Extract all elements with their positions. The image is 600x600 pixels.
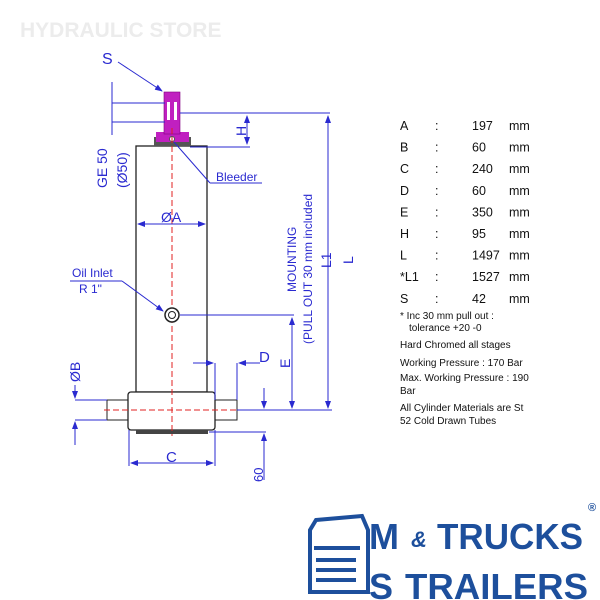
spec-key: D — [400, 184, 409, 198]
logo-ampersand: & — [411, 527, 427, 552]
spec-row: B: 60 mm — [400, 141, 530, 155]
label-s: S — [102, 51, 113, 68]
label-e: E — [277, 359, 293, 368]
label-phi50: (Ø50) — [114, 152, 130, 188]
spec-key: C — [400, 162, 409, 176]
label-oil-inlet-size: R 1" — [79, 282, 102, 296]
spec-key: A — [400, 119, 409, 133]
spec-value: 1527 — [472, 270, 500, 284]
spec-unit: mm — [509, 292, 530, 306]
truck-icon — [308, 513, 370, 594]
spec-unit: mm — [509, 227, 530, 241]
spec-value: 95 — [472, 227, 486, 241]
label-l1: L1 — [318, 252, 334, 268]
spec-value: 42 — [472, 292, 486, 306]
spec-row: L: 1497 mm — [400, 249, 530, 263]
spec-value: 350 — [472, 205, 493, 219]
spec-sep: : — [435, 184, 438, 198]
registered-mark: ® — [588, 502, 596, 514]
logo-trailers: TRAILERS — [405, 566, 588, 600]
label-phiB: ØB — [67, 362, 83, 382]
spec-row: S: 42 mm — [400, 292, 530, 306]
spec-key: H — [400, 227, 409, 241]
label-oil-inlet: Oil Inlet — [72, 266, 113, 280]
ms-trucks-trailers-logo: M S TRUCKS & TRAILERS ® — [308, 502, 596, 600]
label-ge50: GE 50 — [94, 148, 110, 188]
spec-sep: : — [435, 141, 438, 155]
spec-key: B — [400, 141, 408, 155]
spec-value: 60 — [472, 184, 486, 198]
spec-sep: : — [435, 205, 438, 219]
label-60: 60 — [251, 468, 266, 482]
spec-key: L — [400, 249, 407, 263]
label-d: D — [259, 349, 270, 366]
spec-unit: mm — [509, 270, 530, 284]
spec-value: 197 — [472, 119, 493, 133]
label-bleeder: Bleeder — [216, 170, 257, 184]
spec-row: A: 197 mm — [400, 119, 530, 133]
note-max-pressure: Max. Working Pressure : 190 — [400, 373, 529, 384]
notes: * Inc 30 mm pull out : tolerance +20 -0 … — [400, 311, 529, 427]
note-materials-2: 52 Cold Drawn Tubes — [400, 416, 496, 427]
spec-row: C: 240 mm — [400, 162, 530, 176]
label-l: L — [340, 256, 356, 264]
spec-sep: : — [435, 249, 438, 263]
spec-unit: mm — [509, 162, 530, 176]
spec-unit: mm — [509, 119, 530, 133]
note-max-pressure-unit: Bar — [400, 386, 416, 397]
label-c: C — [166, 449, 177, 466]
spec-value: 60 — [472, 141, 486, 155]
logo-trucks: TRUCKS — [437, 516, 583, 557]
spec-row: *L1: 1527 mm — [400, 270, 530, 284]
spec-key: *L1 — [400, 270, 419, 284]
spec-key: S — [400, 292, 408, 306]
spec-unit: mm — [509, 141, 530, 155]
spec-unit: mm — [509, 249, 530, 263]
spec-unit: mm — [509, 205, 530, 219]
note-materials: All Cylinder Materials are St — [400, 403, 524, 414]
note-chromed: Hard Chromed all stages — [400, 340, 511, 351]
spec-value: 1497 — [472, 249, 500, 263]
watermark: HYDRAULIC STORE — [20, 19, 221, 42]
spec-row: H: 95 mm — [400, 227, 530, 241]
oil-inlet-port — [164, 307, 180, 323]
spec-sep: : — [435, 162, 438, 176]
note-tolerance: tolerance +20 -0 — [409, 323, 482, 334]
label-phiA: ØA — [161, 209, 182, 225]
spec-sep: : — [435, 292, 438, 306]
logo-letter-s: S — [369, 566, 393, 600]
spec-sep: : — [435, 119, 438, 133]
spec-value: 240 — [472, 162, 493, 176]
note-pullout: * Inc 30 mm pull out : — [400, 311, 494, 322]
spec-unit: mm — [509, 184, 530, 198]
spec-sep: : — [435, 270, 438, 284]
logo-letter-m: M — [369, 516, 399, 557]
spec-key: E — [400, 205, 408, 219]
spec-row: E: 350 mm — [400, 205, 530, 219]
label-pullout: (PULL OUT 30 mm included — [301, 194, 315, 344]
note-working-pressure: Working Pressure : 170 Bar — [400, 358, 523, 369]
spec-row: D: 60 mm — [400, 184, 530, 198]
spec-sep: : — [435, 227, 438, 241]
label-h: H — [233, 126, 249, 136]
label-mounting: MOUNTING — [285, 227, 299, 292]
